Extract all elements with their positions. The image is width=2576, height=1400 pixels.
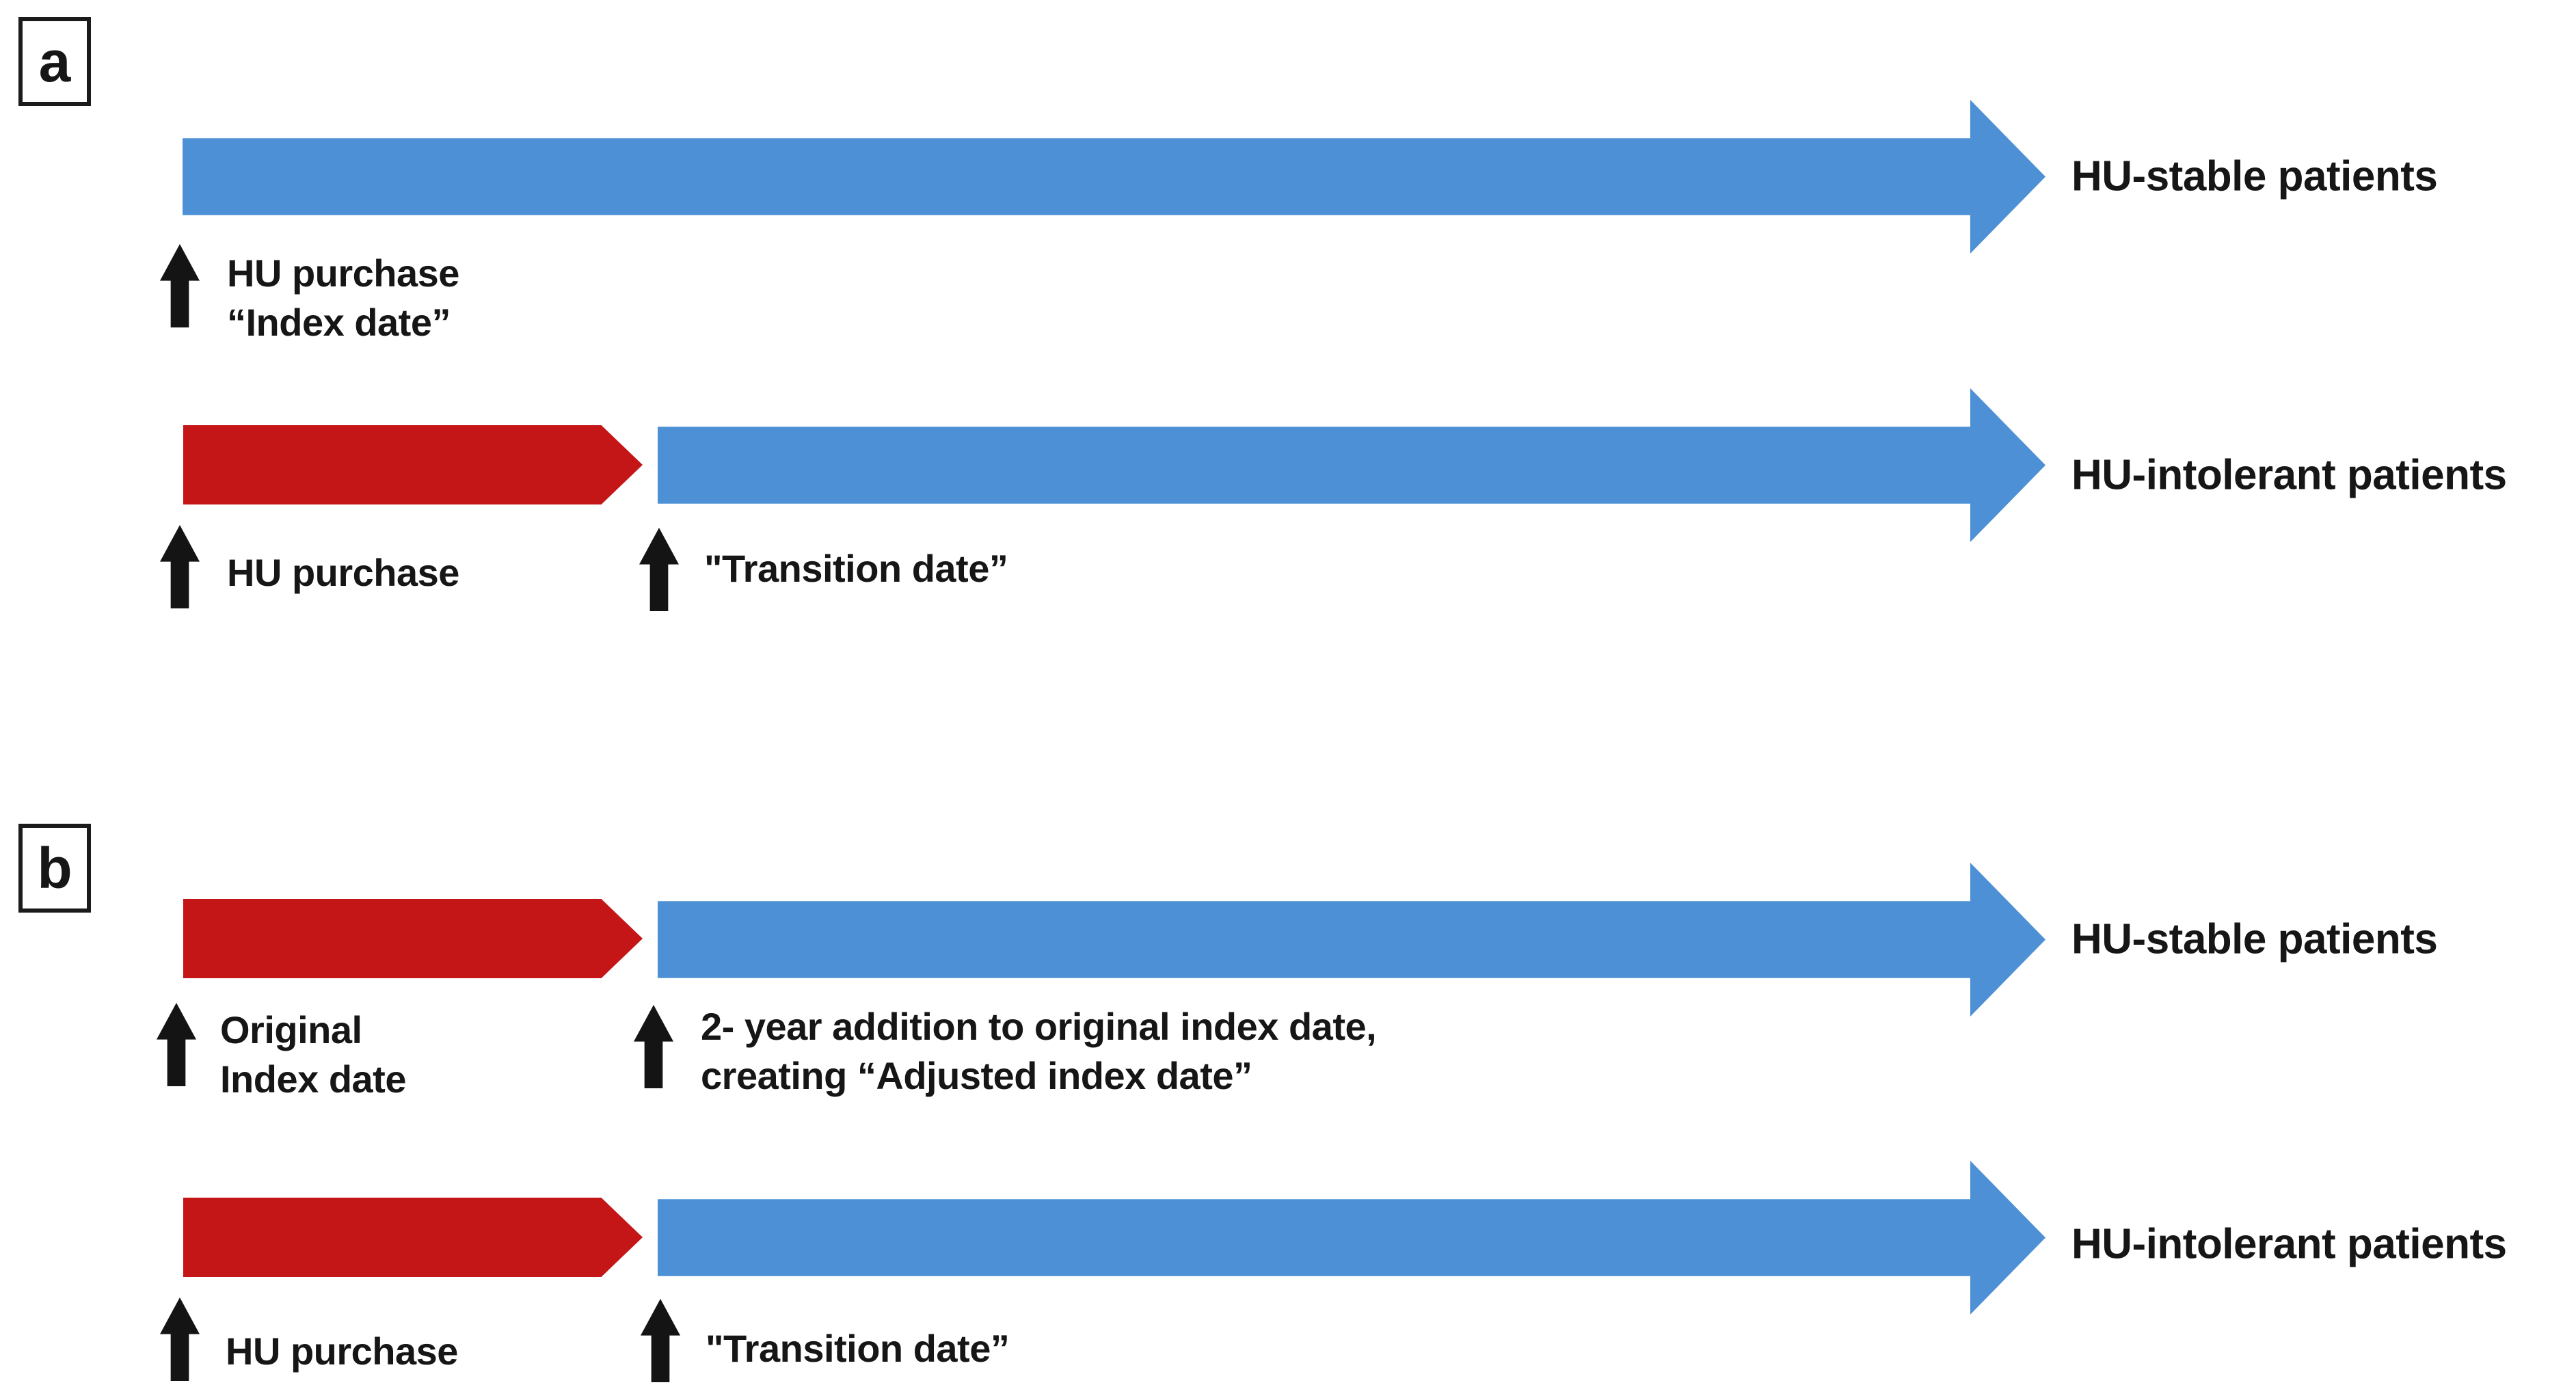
annotation-a1-line1: HU purchase [227,252,459,295]
annotation-a2-left-line1: HU purchase [227,551,459,594]
annotation-b1-right-line2: creating “Adjusted index date” [701,1054,1252,1097]
annotation-a2-right-line1: "Transition date” [704,547,1008,590]
annotation-b1-right-line1: 2- year addition to original index date, [701,1005,1377,1048]
timeline-arrow-blue-a1 [183,100,2045,254]
up-arrow-icon [641,1299,680,1382]
annotation-b2-left-line1: HU purchase [226,1330,458,1373]
panel-a-letter: a [38,29,71,94]
annotation-b2-right-line1: "Transition date” [706,1327,1010,1370]
row-label-b2: HU-intolerant patients [2071,1220,2507,1268]
up-arrow-icon [634,1005,673,1088]
annotation-b2-left: HU purchase [226,1327,458,1376]
panel-b-letter: b [37,835,72,900]
up-arrow-icon [639,528,679,611]
up-arrow-icon [160,525,200,608]
annotation-a2-right: "Transition date” [704,544,1008,593]
annotation-a2-left: HU purchase [227,548,459,597]
timeline-arrow-blue-b1 [658,863,2045,1017]
panel-b-label-box: b [18,824,91,913]
up-arrow-icon [157,1003,196,1086]
timeline-segment-red-b2 [183,1198,643,1277]
up-arrow-icon [160,1297,200,1381]
timeline-arrow-blue-b2 [658,1161,2045,1315]
annotation-b1-right: 2- year addition to original index date,… [701,1002,1377,1101]
annotation-b1-left-line2: Index date [220,1058,406,1101]
row-label-a2: HU-intolerant patients [2071,451,2507,499]
row-label-a1: HU-stable patients [2071,152,2438,200]
row-label-b1: HU-stable patients [2071,915,2438,963]
annotation-b2-right: "Transition date” [706,1324,1010,1373]
annotation-a1: HU purchase “Index date” [227,249,459,347]
timeline-segment-red-b1 [183,899,643,978]
timeline-arrow-blue-a2 [658,388,2045,542]
up-arrow-icon [160,244,200,327]
panel-a-label-box: a [18,17,91,106]
timeline-segment-red-a2 [183,425,643,504]
annotation-a1-line2: “Index date” [227,301,451,344]
annotation-b1-left-line1: Original [220,1008,362,1051]
annotation-b1-left: Original Index date [220,1006,406,1104]
